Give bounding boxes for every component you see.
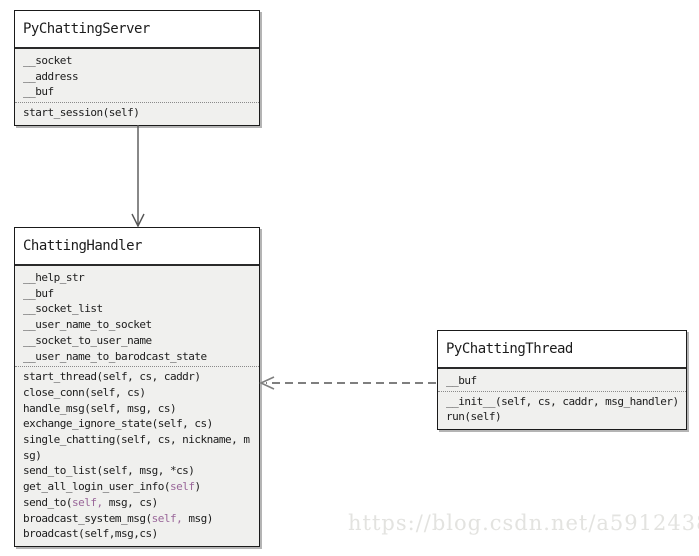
method-line: send_to(self, msg, cs) xyxy=(23,495,158,509)
method-line: close_conn(self, cs) xyxy=(23,385,146,399)
method-line: broadcast_system_msg(self, msg) xyxy=(23,511,213,525)
method-line: get_all_login_user_info(self) xyxy=(23,480,201,494)
method-line: handle_msg(self, msg, cs) xyxy=(23,401,177,415)
class-title-pychattingthread: PyChattingThread xyxy=(438,331,686,369)
down-arrowhead-icon xyxy=(131,213,145,228)
class-box-chattinghandler: ChattingHandler __help_str __buf __socket_… xyxy=(14,227,260,547)
attribute-line: __user_name_to_barodcast_state xyxy=(23,349,207,363)
method-line: __init__(self, cs, caddr, msg_handler) xyxy=(446,394,679,408)
attribute-line: __buf xyxy=(23,85,54,99)
method-line: run(self) xyxy=(446,410,502,424)
class-title-chattinghandler: ChattingHandler xyxy=(15,228,259,266)
attributes-section-pychattingserver: __socket __address __buf xyxy=(15,49,259,102)
thread-to-handler-dashed-arrow xyxy=(259,376,436,390)
class-title-pychattingserver: PyChattingServer xyxy=(15,11,259,49)
method-line: broadcast(self,msg,cs) xyxy=(23,527,158,541)
methods-section-chattinghandler: start_thread(self, cs, caddr)close_conn(… xyxy=(15,366,259,546)
method-line: start_thread(self, cs, caddr) xyxy=(23,370,201,384)
class-box-pychattingserver: PyChattingServer __socket__address__buf … xyxy=(14,10,260,126)
method-line: start_session(self) xyxy=(23,106,140,120)
methods-section-pychattingserver: start_session(self) xyxy=(15,102,259,125)
attributes-section-pychattingthread: __buf xyxy=(438,369,686,391)
attribute-line: __socket_list xyxy=(23,302,103,316)
attributes-section-chattinghandler: __help_str __buf __socket_list __user_name_… xyxy=(15,266,259,366)
class-box-pychattingthread: PyChattingThread __buf __init__(self, cs… xyxy=(437,330,687,431)
attribute-line: __user_name_to_socket xyxy=(23,318,152,332)
attribute-line: __address xyxy=(23,69,79,83)
method-line: exchange_ignore_state(self, cs) xyxy=(23,417,213,431)
methods-section-pychattingthread: __init__(self, cs, caddr, msg_handler)ru… xyxy=(438,390,686,429)
attribute-line: __buf xyxy=(446,374,477,387)
left-arrowhead-icon xyxy=(259,376,275,390)
method-line: single_chatting(self, cs, nickname, msg) xyxy=(23,433,250,462)
attribute-line: __socket_to_user_name xyxy=(23,333,152,347)
watermark: https://blog.csdn.net/a591243801 xyxy=(348,511,699,535)
attribute-line: __buf xyxy=(23,286,54,300)
method-line: send_to_list(self, msg, *cs) xyxy=(23,464,195,478)
attribute-line: __socket xyxy=(23,54,72,67)
server-to-handler-arrow xyxy=(131,125,145,228)
attribute-line: __help_str xyxy=(23,271,85,284)
